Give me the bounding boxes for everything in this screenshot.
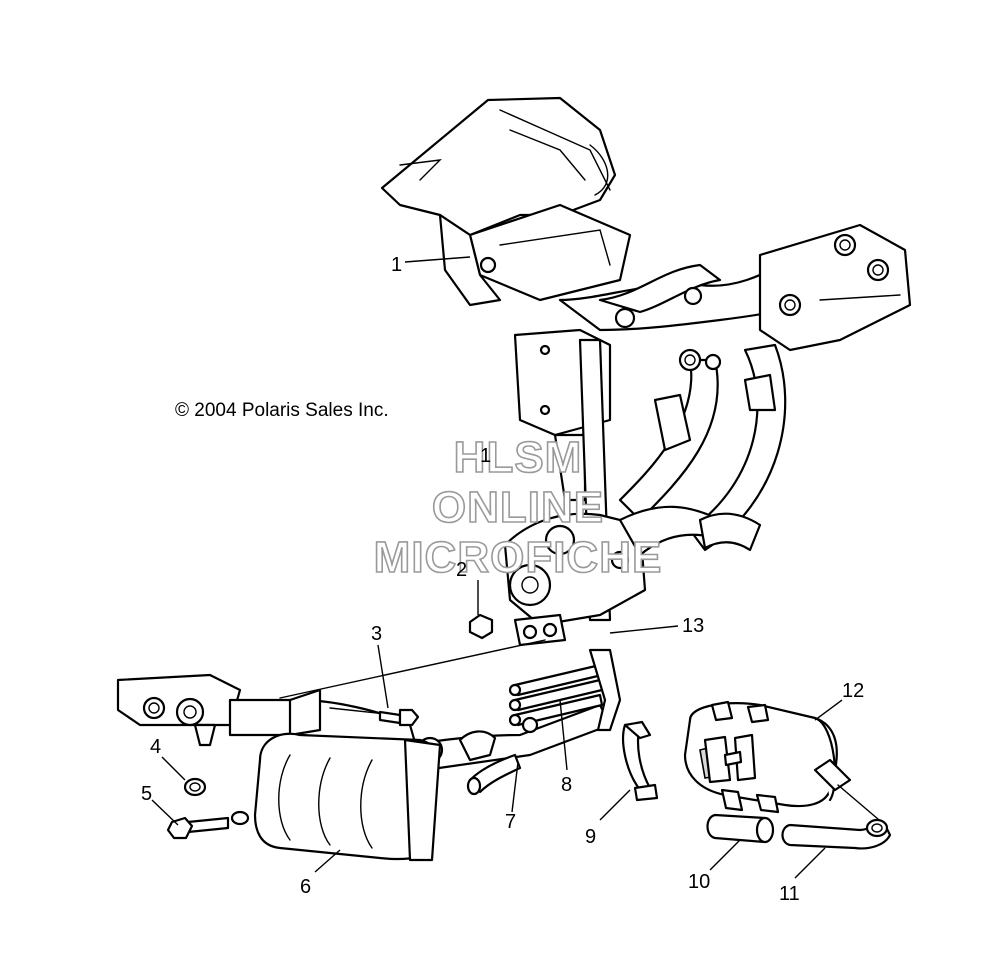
watermark-line-2: ONLINE <box>432 483 604 532</box>
watermark: HLSM ONLINE MICROFICHE <box>373 432 663 583</box>
leader-lines <box>151 256 843 879</box>
callout-3: 3 <box>371 623 382 645</box>
callout-9: 9 <box>585 826 596 848</box>
callout-5: 5 <box>141 783 152 805</box>
callout-1a: 1 <box>391 254 402 276</box>
callout-4: 4 <box>150 736 161 758</box>
callout-labels: 1 1 2 3 4 5 6 7 8 9 10 11 12 13 <box>141 254 864 905</box>
part-grommet-4 <box>183 777 207 797</box>
part-bolt-5 <box>166 810 250 840</box>
part-hose-10 <box>706 813 775 844</box>
callout-2: 2 <box>456 559 467 581</box>
part-clamp-9 <box>622 720 659 802</box>
callout-7: 7 <box>505 811 516 833</box>
callout-11: 11 <box>779 883 800 905</box>
copyright-notice: © 2004 Polaris Sales Inc. <box>175 400 389 421</box>
callout-6: 6 <box>300 876 311 898</box>
frame-assembly <box>380 96 912 647</box>
callout-1b: 1 <box>480 445 491 467</box>
front-lower-frame <box>116 639 622 796</box>
part-nut-2 <box>468 613 494 640</box>
callout-8: 8 <box>561 774 572 796</box>
watermark-line-3: MICROFICHE <box>374 533 663 582</box>
callout-12: 12 <box>842 680 864 702</box>
part-canister-12 <box>683 700 886 826</box>
watermark-line-1: HLSM <box>454 433 583 482</box>
part-bolt-3 <box>329 707 420 727</box>
callout-10: 10 <box>688 871 710 893</box>
callout-13: 13 <box>682 615 704 637</box>
part-hose-11 <box>781 818 892 850</box>
part-heat-shield-6 <box>253 732 442 862</box>
